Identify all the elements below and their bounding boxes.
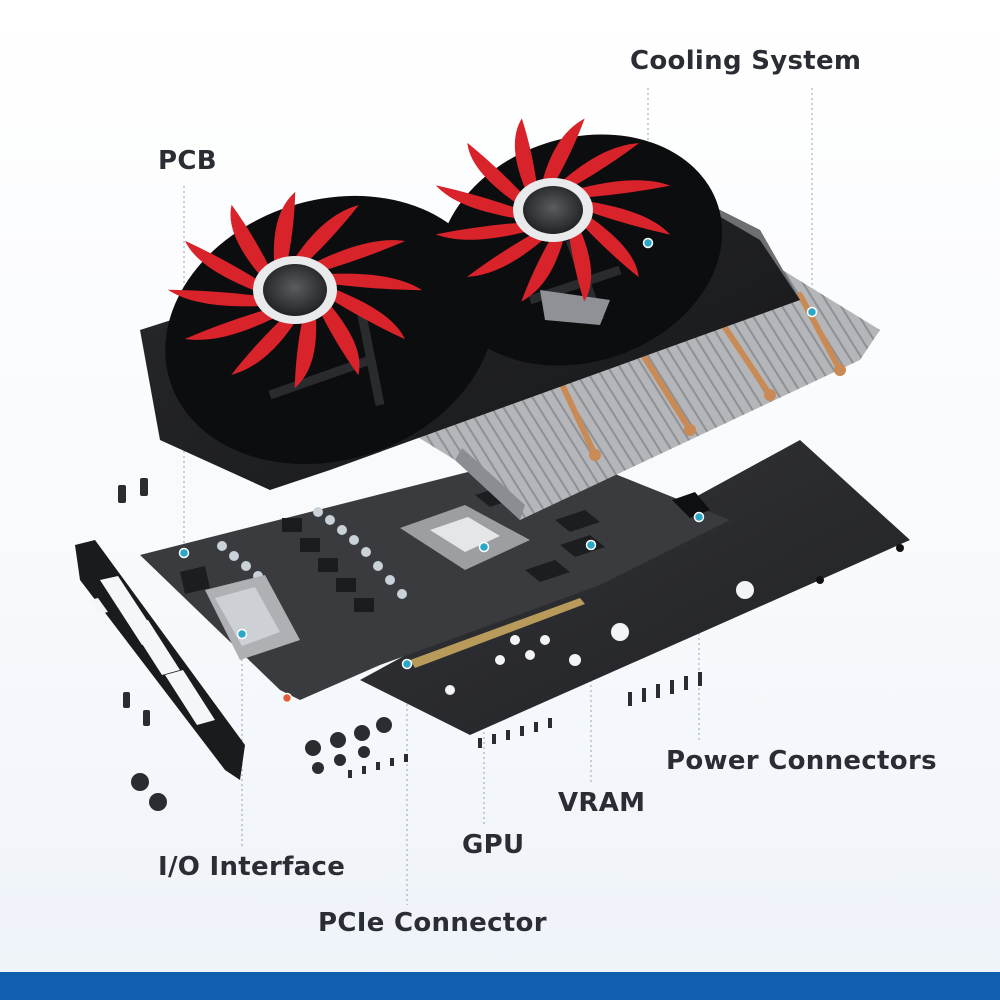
fan-left: [167, 191, 423, 389]
marker-power-connectors: [693, 511, 705, 523]
marker-pcie-connector: [401, 658, 413, 670]
label-cooling-system: Cooling System: [630, 46, 862, 76]
footer-bar: [0, 972, 1000, 1000]
label-io-interface: I/O Interface: [158, 852, 346, 882]
label-vram: VRAM: [558, 788, 646, 818]
label-pcie-connector: PCIe Connector: [318, 908, 547, 938]
label-power-connectors: Power Connectors: [666, 746, 937, 776]
marker-cooling-system: [642, 237, 654, 249]
backplate: [360, 440, 910, 735]
marker-pcb: [178, 547, 190, 559]
marker-cooling-system-2: [806, 306, 818, 318]
fan-right: [435, 118, 671, 302]
pcb-board: [140, 450, 730, 700]
label-pcb: PCB: [158, 146, 217, 176]
callout-markers: [178, 237, 818, 704]
marker-screw: [281, 692, 293, 704]
marker-vram: [585, 539, 597, 551]
marker-gpu: [478, 541, 490, 553]
loose-screws: [118, 478, 702, 811]
marker-io-interface: [236, 628, 248, 640]
io-bracket: [75, 540, 245, 780]
heatsink: [390, 250, 880, 520]
label-gpu: GPU: [462, 830, 525, 860]
